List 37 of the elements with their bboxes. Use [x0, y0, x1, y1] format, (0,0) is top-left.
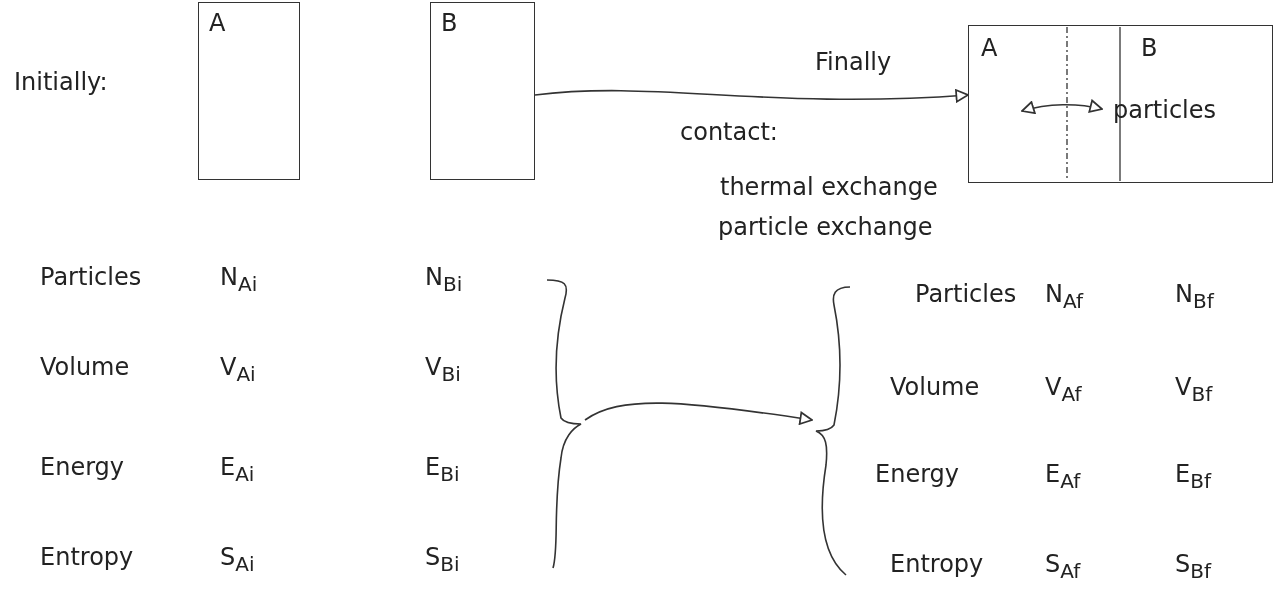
variable-symbol: N$_{Bf}$ — [1175, 282, 1214, 311]
variable-symbol: E$_{Ai}$ — [220, 455, 255, 484]
variable-symbol: S$_{Af}$ — [1045, 552, 1081, 581]
variable-symbol: N$_{Af}$ — [1045, 282, 1083, 311]
box-label: B — [441, 11, 458, 35]
variable-symbol: N$_{Bi}$ — [425, 265, 463, 294]
quantity-name: Volume — [40, 355, 130, 379]
container-box — [430, 2, 535, 180]
arrow — [534, 89, 969, 103]
arrow — [584, 402, 813, 425]
caption-text: Finally — [815, 50, 892, 74]
note-text: thermal exchange — [720, 175, 938, 199]
variable-symbol: S$_{Ai}$ — [220, 545, 255, 574]
quantity-name: Energy — [875, 462, 960, 486]
caption-text: Initially: — [14, 70, 108, 94]
container-box — [198, 2, 300, 180]
quantity-name: Volume — [890, 375, 980, 399]
variable-symbol: V$_{Af}$ — [1045, 375, 1082, 404]
variable-symbol: S$_{Bi}$ — [425, 545, 460, 574]
quantity-name: Entropy — [40, 545, 134, 569]
note-text: particle exchange — [718, 215, 933, 239]
variable-symbol: E$_{Bi}$ — [425, 455, 460, 484]
compartment-label: A — [981, 36, 998, 60]
variable-symbol: E$_{Af}$ — [1045, 462, 1081, 491]
variable-symbol: V$_{Ai}$ — [220, 355, 256, 384]
quantity-name: Particles — [915, 282, 1017, 306]
variable-symbol: V$_{Bf}$ — [1175, 375, 1213, 404]
container-box — [968, 25, 1273, 183]
variable-symbol: E$_{Bf}$ — [1175, 462, 1211, 491]
quantity-name: Energy — [40, 455, 125, 479]
box-label: A — [209, 11, 226, 35]
variable-symbol: N$_{Ai}$ — [220, 265, 258, 294]
compartment-label: B — [1141, 36, 1158, 60]
quantity-name: Particles — [40, 265, 142, 289]
variable-symbol: V$_{Bi}$ — [425, 355, 461, 384]
quantity-name: Entropy — [890, 552, 984, 576]
variable-symbol: S$_{Bf}$ — [1175, 552, 1211, 581]
